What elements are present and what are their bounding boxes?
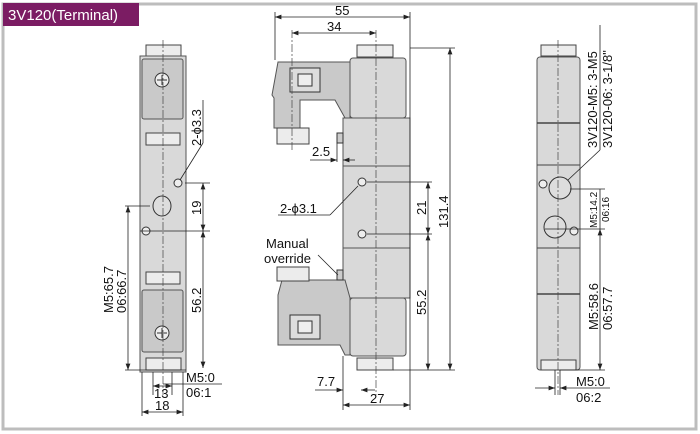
- top-coil: [349, 57, 407, 119]
- dimension-label: 56.2: [189, 288, 204, 313]
- dimension-label: 7.7: [317, 374, 335, 389]
- dimension-label: 55.2: [414, 290, 429, 315]
- bottom-coil: [349, 297, 407, 357]
- dimension-label: 18: [155, 398, 169, 413]
- dimension-label: 2-ϕ3.3: [189, 109, 204, 146]
- dimension-label: 3V120-M5: 3-M5: [585, 51, 600, 148]
- port: [548, 176, 572, 200]
- top-coil: [141, 58, 184, 120]
- middle-view: 55 34 131.4 21 55.2 2.5 2-ϕ3.1 Manual ov…: [264, 3, 455, 410]
- dimension-label: 55: [335, 3, 349, 18]
- top-cap: [145, 44, 182, 57]
- dimension-label: 131.4: [436, 195, 451, 228]
- dimension-label: M5:0: [576, 374, 605, 389]
- bottom-cap: [145, 357, 182, 371]
- dimension-label: 06:66.7: [114, 270, 129, 313]
- dimension-label: M5:65.7: [101, 266, 116, 313]
- port: [152, 195, 172, 217]
- dimension-label: M5:58.6: [586, 283, 601, 330]
- dimension-label: Manual: [266, 236, 309, 251]
- dimension-label: 06:16: [601, 197, 612, 222]
- dimension-label: 19: [189, 201, 204, 215]
- port: [543, 215, 567, 239]
- dimension-label: 21: [414, 201, 429, 215]
- dimension-label: 27: [370, 391, 384, 406]
- title-badge: 3V120(Terminal): [3, 3, 139, 26]
- right-view: 3V120-M5: 3-M5 3V120-06: 3-1/8" M5:14.2 …: [535, 25, 615, 405]
- dimension-label: 06:57.7: [600, 287, 615, 330]
- dimension-label: M5:14.2: [589, 191, 600, 228]
- title-text: 3V120(Terminal): [8, 7, 118, 24]
- bottom-coil: [141, 289, 184, 353]
- manual-override-top[interactable]: [336, 132, 344, 144]
- dimension-label: 3V120-06: 3-1/8": [600, 50, 615, 148]
- dimension-label: 06:2: [576, 390, 601, 405]
- mount-hole: [173, 178, 183, 188]
- mount-hole: [357, 229, 367, 239]
- left-view: 2-ϕ3.3 19 56.2 M5:65.7 06:66.7 13 18 M5:…: [101, 40, 222, 416]
- dimension-label: M5:0: [186, 370, 215, 385]
- mount-hole: [357, 177, 367, 187]
- dimension-label: 06:1: [186, 385, 211, 400]
- manual-override-bottom[interactable]: [336, 269, 344, 281]
- dimension-label: 2.5: [312, 144, 330, 159]
- dimension-label: 34: [327, 19, 341, 34]
- dimension-label: 2-ϕ3.1: [280, 201, 317, 216]
- dimension-label: 13: [154, 386, 168, 401]
- dimension-label: override: [264, 251, 311, 266]
